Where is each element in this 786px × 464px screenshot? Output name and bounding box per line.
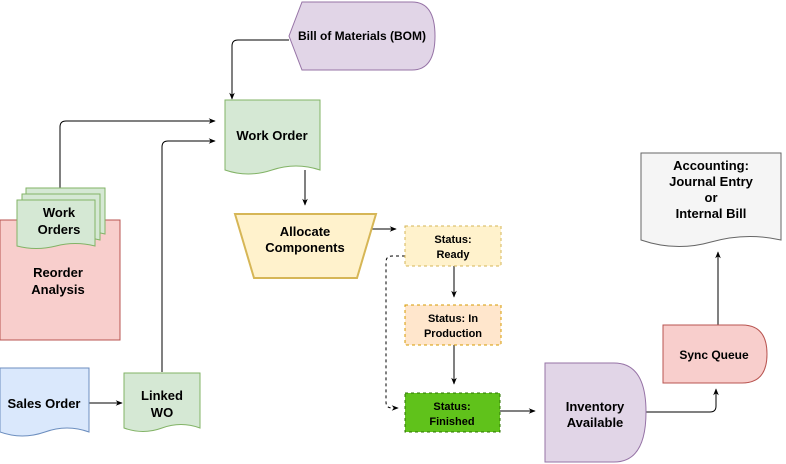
accounting-line-1: Accounting:	[673, 158, 749, 173]
linked-wo-shape	[123, 372, 201, 432]
linked-wo-line-1: Linked	[141, 388, 183, 403]
work-orders-line-2: Orders	[38, 222, 81, 237]
edge-inventory-to-sync-queue	[646, 388, 719, 413]
status-in-production-line-1: Status: In	[428, 313, 478, 325]
bom-label: Bill of Materials (BOM)	[298, 29, 426, 43]
edges	[59, 39, 721, 414]
accounting-line-2: Journal Entry	[669, 174, 754, 189]
sync-queue-label: Sync Queue	[679, 348, 749, 362]
reorder-analysis-line-2: Analysis	[31, 282, 84, 297]
allocate-components-line-2: Components	[265, 240, 344, 255]
node-bill-of-materials[interactable]: Bill of Materials (BOM)	[288, 1, 436, 71]
node-inventory-available[interactable]: Inventory Available	[544, 362, 647, 463]
node-sales-order[interactable]: Sales Order	[0, 367, 90, 437]
node-work-order[interactable]: Work Order	[224, 99, 321, 175]
node-status-finished[interactable]: Status: Finished	[404, 392, 501, 433]
edge-linked-wo-to-work-order	[161, 138, 216, 372]
accounting-shape	[640, 152, 782, 248]
node-work-orders-stack[interactable]: Work Orders	[16, 187, 106, 249]
node-status-ready[interactable]: Status: Ready	[404, 225, 502, 267]
sales-order-label: Sales Order	[8, 396, 81, 411]
status-finished-shape	[404, 392, 501, 433]
node-linked-wo[interactable]: Linked WO	[123, 372, 201, 432]
inventory-available-line-2: Available	[567, 415, 624, 430]
status-in-production-line-2: Production	[424, 328, 482, 340]
edge-bom-to-work-order	[229, 39, 289, 100]
edge-ready-to-finished-dashed	[385, 255, 405, 411]
status-in-production-shape	[404, 304, 502, 346]
status-ready-shape	[404, 225, 502, 267]
status-ready-line-1: Status:	[434, 234, 471, 246]
node-status-in-production[interactable]: Status: In Production	[404, 304, 502, 346]
bom-shape	[288, 1, 436, 71]
work-order-label: Work Order	[236, 128, 307, 143]
work-orders-doc-front	[16, 199, 96, 249]
inventory-available-shape	[544, 362, 647, 463]
sales-order-shape	[0, 367, 90, 437]
status-finished-line-2: Finished	[429, 416, 474, 428]
work-orders-line-1: Work	[43, 205, 76, 220]
work-order-shape	[224, 99, 321, 175]
node-accounting[interactable]: Accounting: Journal Entry or Internal Bi…	[640, 152, 782, 248]
accounting-line-4: Internal Bill	[676, 206, 747, 221]
node-allocate-components[interactable]: Allocate Components	[233, 213, 378, 279]
status-ready-line-2: Ready	[436, 249, 470, 261]
allocate-components-shape	[233, 213, 378, 279]
allocate-components-line-1: Allocate	[280, 224, 331, 239]
status-finished-line-1: Status:	[433, 401, 470, 413]
edge-work-orders-to-work-order	[59, 118, 216, 194]
linked-wo-line-2: WO	[151, 405, 173, 420]
reorder-analysis-line-1: Reorder	[33, 265, 83, 280]
accounting-line-3: or	[705, 190, 718, 205]
sync-queue-shape	[662, 324, 768, 384]
inventory-available-line-1: Inventory	[566, 399, 625, 414]
node-sync-queue[interactable]: Sync Queue	[662, 324, 768, 384]
